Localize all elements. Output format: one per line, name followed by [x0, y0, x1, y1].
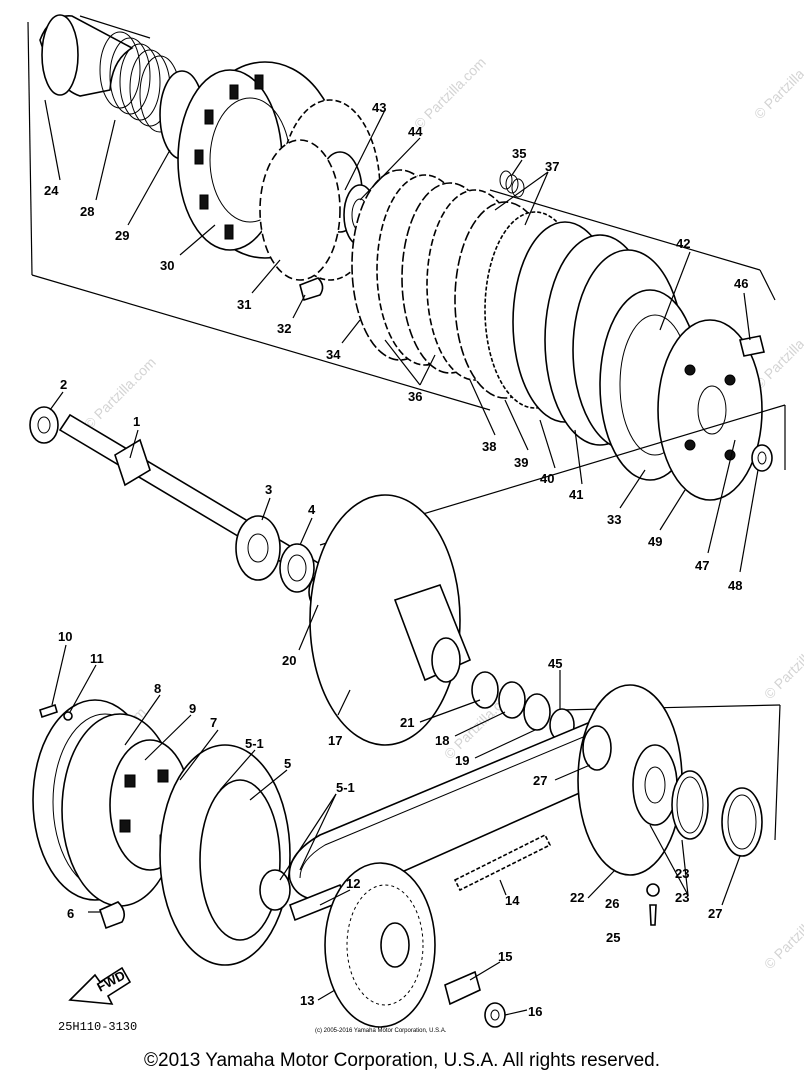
part-label: 16 — [528, 1004, 542, 1019]
part-label: 12 — [346, 876, 360, 891]
watermark: © Partzilla.com — [761, 624, 804, 702]
part-label: 41 — [569, 487, 583, 502]
part-label: 42 — [676, 236, 690, 251]
part-label: 27 — [708, 906, 722, 921]
part-label: 48 — [728, 578, 742, 593]
part-label: 29 — [115, 228, 129, 243]
part-label: 5-1 — [245, 736, 264, 751]
part-label: 5 — [284, 756, 291, 771]
part-label: 44 — [408, 124, 423, 139]
part-16-nut — [484, 1002, 506, 1028]
part-23-o-ring — [671, 770, 709, 840]
part-label: 5-1 — [336, 780, 355, 795]
footer-copyright: ©2013 Yamaha Motor Corporation, U.S.A. A… — [144, 1050, 660, 1071]
part-22-sheave — [577, 684, 683, 876]
part-label: 11 — [90, 651, 104, 666]
exploded-parts-diagram: © Partzilla.com © Partzilla.com © Partzi… — [27, 14, 804, 1034]
part-label: 43 — [372, 100, 386, 115]
part-label: 14 — [505, 893, 520, 908]
part-27-seal — [582, 725, 612, 771]
part-14-bar — [453, 833, 552, 892]
part-label: 47 — [695, 558, 709, 573]
part-10-bolt — [39, 703, 58, 719]
part-label: 27 — [533, 773, 547, 788]
part-label: 10 — [58, 629, 72, 644]
part-label: 26 — [605, 896, 619, 911]
part-label: 28 — [80, 204, 94, 219]
part-label: 8 — [154, 681, 161, 696]
fwd-arrow-icon: FWD — [68, 966, 132, 1005]
part-17-sheave — [309, 494, 472, 746]
part-label: 46 — [734, 276, 748, 291]
part-label: 34 — [326, 347, 341, 362]
part-13-fan — [324, 862, 436, 1028]
part-label: 23 — [675, 866, 689, 881]
part-number-labels: 1 2 3 4 5 5-1 5-1 6 7 8 9 10 11 12 13 14… — [44, 100, 748, 1019]
part-label: 17 — [328, 733, 342, 748]
part-5-primary-sheave — [159, 744, 291, 966]
part-label: 35 — [512, 146, 526, 161]
part-label: 18 — [435, 733, 449, 748]
part-label: 15 — [498, 949, 512, 964]
part-26-bolt-head — [646, 883, 660, 897]
part-label: 32 — [277, 321, 291, 336]
watermark: © Partzilla.com — [411, 54, 489, 132]
part-label: 39 — [514, 455, 528, 470]
part-label: 33 — [607, 512, 621, 527]
part-label: 38 — [482, 439, 496, 454]
part-label: 37 — [545, 159, 559, 174]
part-4-seal — [279, 543, 315, 593]
part-label: 30 — [160, 258, 174, 273]
part-2-bearing — [29, 406, 59, 444]
part-31-plate — [259, 139, 341, 281]
watermark: © Partzilla.com — [761, 894, 804, 972]
part-label: 13 — [300, 993, 314, 1008]
part-6-roller — [99, 901, 126, 930]
part-label: 23 — [675, 890, 689, 905]
part-label: 2 — [60, 377, 67, 392]
part-label: 22 — [570, 890, 584, 905]
watermark: © Partzilla.com — [751, 44, 804, 122]
watermark: © Partzilla.com — [81, 354, 159, 432]
part-label: 49 — [648, 534, 662, 549]
part-label: 31 — [237, 297, 251, 312]
part-15-washer — [444, 970, 481, 1006]
part-label: 25 — [606, 930, 620, 945]
part-label: 36 — [408, 389, 422, 404]
leader-lines — [44, 99, 759, 1016]
part-27-oil-seal — [721, 787, 763, 857]
part-label: 6 — [67, 906, 74, 921]
part-label: 21 — [400, 715, 414, 730]
part-46-clip — [739, 335, 765, 357]
part-49-pressure-plate — [657, 319, 763, 501]
part-label: 20 — [282, 653, 296, 668]
drawing-number: 25H110-3130 — [58, 1020, 137, 1034]
part-25-bolt — [649, 904, 657, 926]
part-label: 45 — [548, 656, 562, 671]
small-copyright: (c) 2005-2016 Yamaha Motor Corporation, … — [315, 1028, 447, 1034]
part-32-plug — [299, 277, 324, 302]
part-label: 7 — [210, 715, 217, 730]
part-label: 9 — [189, 701, 196, 716]
part-11-washer — [63, 711, 73, 721]
part-24-drum — [39, 14, 134, 97]
part-label: 1 — [133, 414, 140, 429]
part-48-nut — [751, 444, 773, 472]
part-label: 40 — [540, 471, 554, 486]
part-3-bearing — [235, 515, 281, 581]
part-label: 19 — [455, 753, 469, 768]
part-label: 24 — [44, 183, 59, 198]
part-label: 4 — [308, 502, 316, 517]
washer-stack — [471, 671, 575, 742]
part-label: 3 — [265, 482, 272, 497]
